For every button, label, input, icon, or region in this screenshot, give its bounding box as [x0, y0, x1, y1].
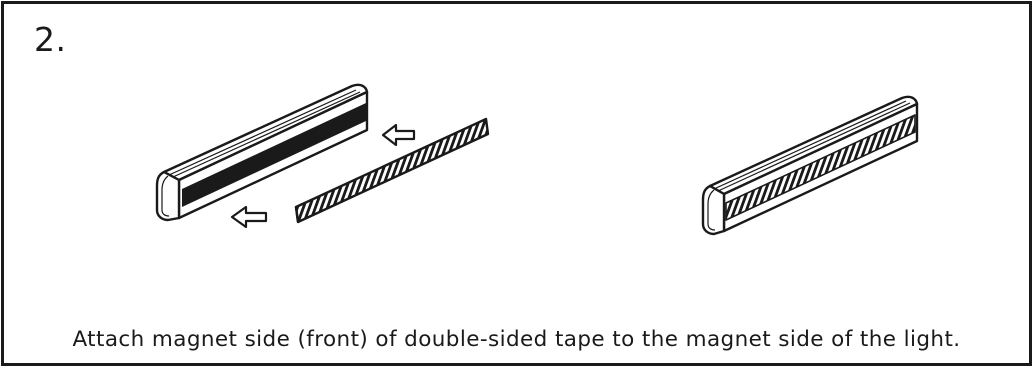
double-sided-tape-icon: [294, 117, 490, 224]
arrow-left-icon: [381, 123, 416, 147]
instruction-caption: Attach magnet side (front) of double-sid…: [72, 327, 961, 352]
illustration: [155, 83, 919, 236]
step-number: 2.: [34, 20, 67, 59]
arrow-left-icon: [230, 205, 268, 229]
light-bar-with-tape-icon: [701, 95, 919, 236]
light-bar-icon: [155, 83, 369, 222]
